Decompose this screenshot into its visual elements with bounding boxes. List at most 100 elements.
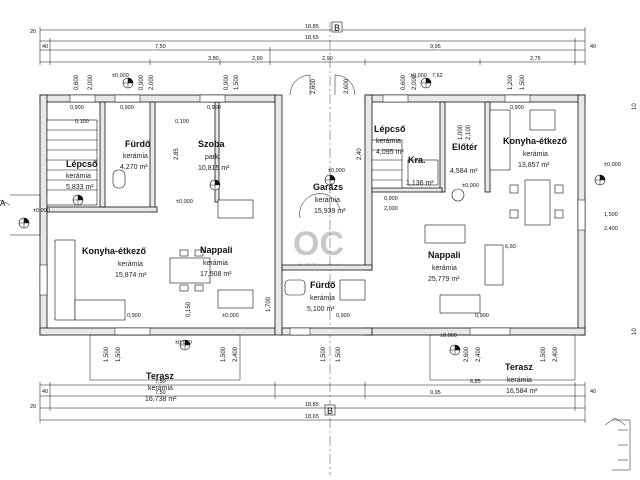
- dim-label: 2,000: [88, 74, 94, 90]
- dim-total-bottom: 18,85: [305, 402, 319, 408]
- dim-label: 2,000: [384, 206, 398, 212]
- dim-label: 2,400: [476, 346, 482, 362]
- room-labels: Fürdő kerámia 4,270 m² Szoba park. 10,81…: [66, 124, 568, 403]
- dim-label: ±0,000: [328, 168, 345, 174]
- room-szoba: Szoba park. 10,815 m²: [198, 139, 230, 172]
- dim-total2-bottom: 18,65: [305, 414, 319, 420]
- dim-label: 2,600: [464, 346, 470, 362]
- dim-label: 2,85: [174, 148, 180, 160]
- section-label-bottom: B: [327, 406, 333, 416]
- dim-label: 7,62: [432, 73, 443, 79]
- room-area: 4,584 m²: [450, 168, 478, 175]
- room-name: Lépcső: [374, 124, 406, 134]
- dim-label: 0,900: [139, 74, 145, 90]
- dim-left-wing: 7,50: [155, 44, 166, 50]
- room-floor: kerámia: [123, 153, 148, 160]
- top-dimensions: 18,85 18,65 7,50 9,95 20 40 40 3,80 2,90…: [30, 24, 596, 65]
- room-eloter: Előtér 4,584 m²: [450, 142, 478, 175]
- room-area: 4,095 m²: [376, 149, 404, 156]
- level-markers: [18, 77, 606, 356]
- dim-label: 2,000: [149, 74, 155, 90]
- dim-label: 10: [632, 328, 638, 335]
- room-konyha-left: Konyha-étkező kerámia 15,874 m²: [82, 246, 147, 279]
- room-area: 4,270 m²: [120, 164, 148, 171]
- section-a-label: A: [0, 199, 6, 208]
- dim-label: 2,40: [357, 148, 363, 160]
- dim-label: ±0,000: [410, 73, 427, 79]
- dim-right-wing-bottom: 9,95: [430, 390, 441, 396]
- room-floor: kerámia: [203, 260, 228, 267]
- room-name: Kra.: [408, 155, 426, 165]
- room-area: 5,833 m²: [66, 184, 94, 191]
- dim-label: 1,500: [221, 346, 227, 362]
- room-name: Konyha-étkező: [503, 136, 568, 146]
- room-area: 5,100 m²: [307, 306, 335, 313]
- room-name: Garázs: [313, 182, 343, 192]
- dim-label: 10: [632, 103, 638, 110]
- dim-total2: 18,65: [305, 35, 319, 41]
- room-area: 16,584 m²: [506, 388, 538, 395]
- dim-380: 3,80: [208, 56, 219, 62]
- dim-label: 1,500: [604, 212, 618, 218]
- room-floor: kerámia: [310, 295, 335, 302]
- room-furdo-center: Fürdő kerámia 5,100 m²: [307, 280, 336, 313]
- section-marker-top: B: [329, 21, 343, 475]
- dim-label: ±0,000: [462, 183, 479, 189]
- dim-label: 0,600: [74, 74, 80, 90]
- dim-40-bottom: 40: [42, 389, 48, 395]
- room-nappali-right: Nappali kerámia 25,779 m²: [428, 250, 461, 283]
- room-name: Terasz: [505, 362, 533, 372]
- dim-40-r: 40: [590, 44, 596, 50]
- dim-label: 2,600: [344, 78, 350, 94]
- dim-label: 6,60: [505, 244, 516, 250]
- dim-label: 2,400: [604, 226, 618, 232]
- terraces: [89, 334, 576, 381]
- bottom-dimensions: 7,50 6,85 7,50 9,95 18,85 18,65 20 40 40: [30, 379, 596, 423]
- room-floor: kerámia: [523, 151, 548, 158]
- dim-label: 1,000: [458, 124, 464, 140]
- section-label-top: B: [334, 23, 340, 33]
- room-name: Lépcső: [66, 159, 98, 169]
- room-name: Előtér: [452, 142, 478, 152]
- room-floor: kerámia: [148, 385, 173, 392]
- dim-290-a: 2,90: [252, 56, 263, 62]
- dim-label: 0,900: [70, 105, 84, 111]
- room-floor: kerámia: [507, 377, 532, 384]
- dim-total: 18,85: [305, 24, 319, 30]
- room-nappali-left: Nappali kerámia 17,508 m²: [200, 245, 233, 278]
- interior-dimensions: 0,100 0,100 0,900 0,900 0,900 0,900 0,90…: [33, 73, 621, 346]
- dim-label: ±0,000: [175, 340, 192, 346]
- north-arrow-icon: [604, 417, 631, 471]
- room-konyha-right: Konyha-étkező kerámia 13,857 m²: [503, 136, 568, 169]
- room-kamra: Kra. 1,136 m²: [406, 155, 434, 187]
- room-area: 10,815 m²: [198, 165, 230, 172]
- room-name: Terasz: [146, 371, 174, 381]
- room-area: 25,779 m²: [428, 276, 460, 283]
- bathroom-fixtures: [112, 159, 439, 301]
- dim-label: 1,200: [508, 74, 514, 90]
- section-marker-bottom: B: [324, 404, 336, 416]
- dim-label: 0,900: [207, 105, 221, 111]
- dim-label: 2,400: [553, 346, 559, 362]
- dim-label: 0,900: [384, 196, 398, 202]
- dim-label: ±0,000: [222, 313, 239, 319]
- dim-label: ±0,000: [176, 199, 193, 205]
- right-furniture: [424, 109, 564, 314]
- vertical-dimensions: 0,600 2,000 0,900 2,000 0,900 1,500 2,60…: [74, 74, 638, 362]
- watermark-arc: [299, 193, 341, 219]
- room-area: 1,136 m²: [406, 180, 434, 187]
- windows: [39, 94, 586, 336]
- dim-label: 1,500: [234, 74, 240, 90]
- dim-label: 1,500: [321, 346, 327, 362]
- room-name: Konyha-étkező: [82, 246, 147, 256]
- dim-label: 1,500: [541, 346, 547, 362]
- dim-290-b: 2,90: [322, 56, 333, 62]
- watermark-logo: OC: [293, 225, 344, 263]
- dim-20-bottom: 20: [30, 404, 36, 410]
- dim-20: 20: [30, 29, 36, 35]
- room-area: 15,939 m²: [314, 208, 346, 215]
- dim-label: 0,900: [475, 313, 489, 319]
- room-floor: kerámia: [376, 138, 401, 145]
- stairs-right: [371, 139, 403, 189]
